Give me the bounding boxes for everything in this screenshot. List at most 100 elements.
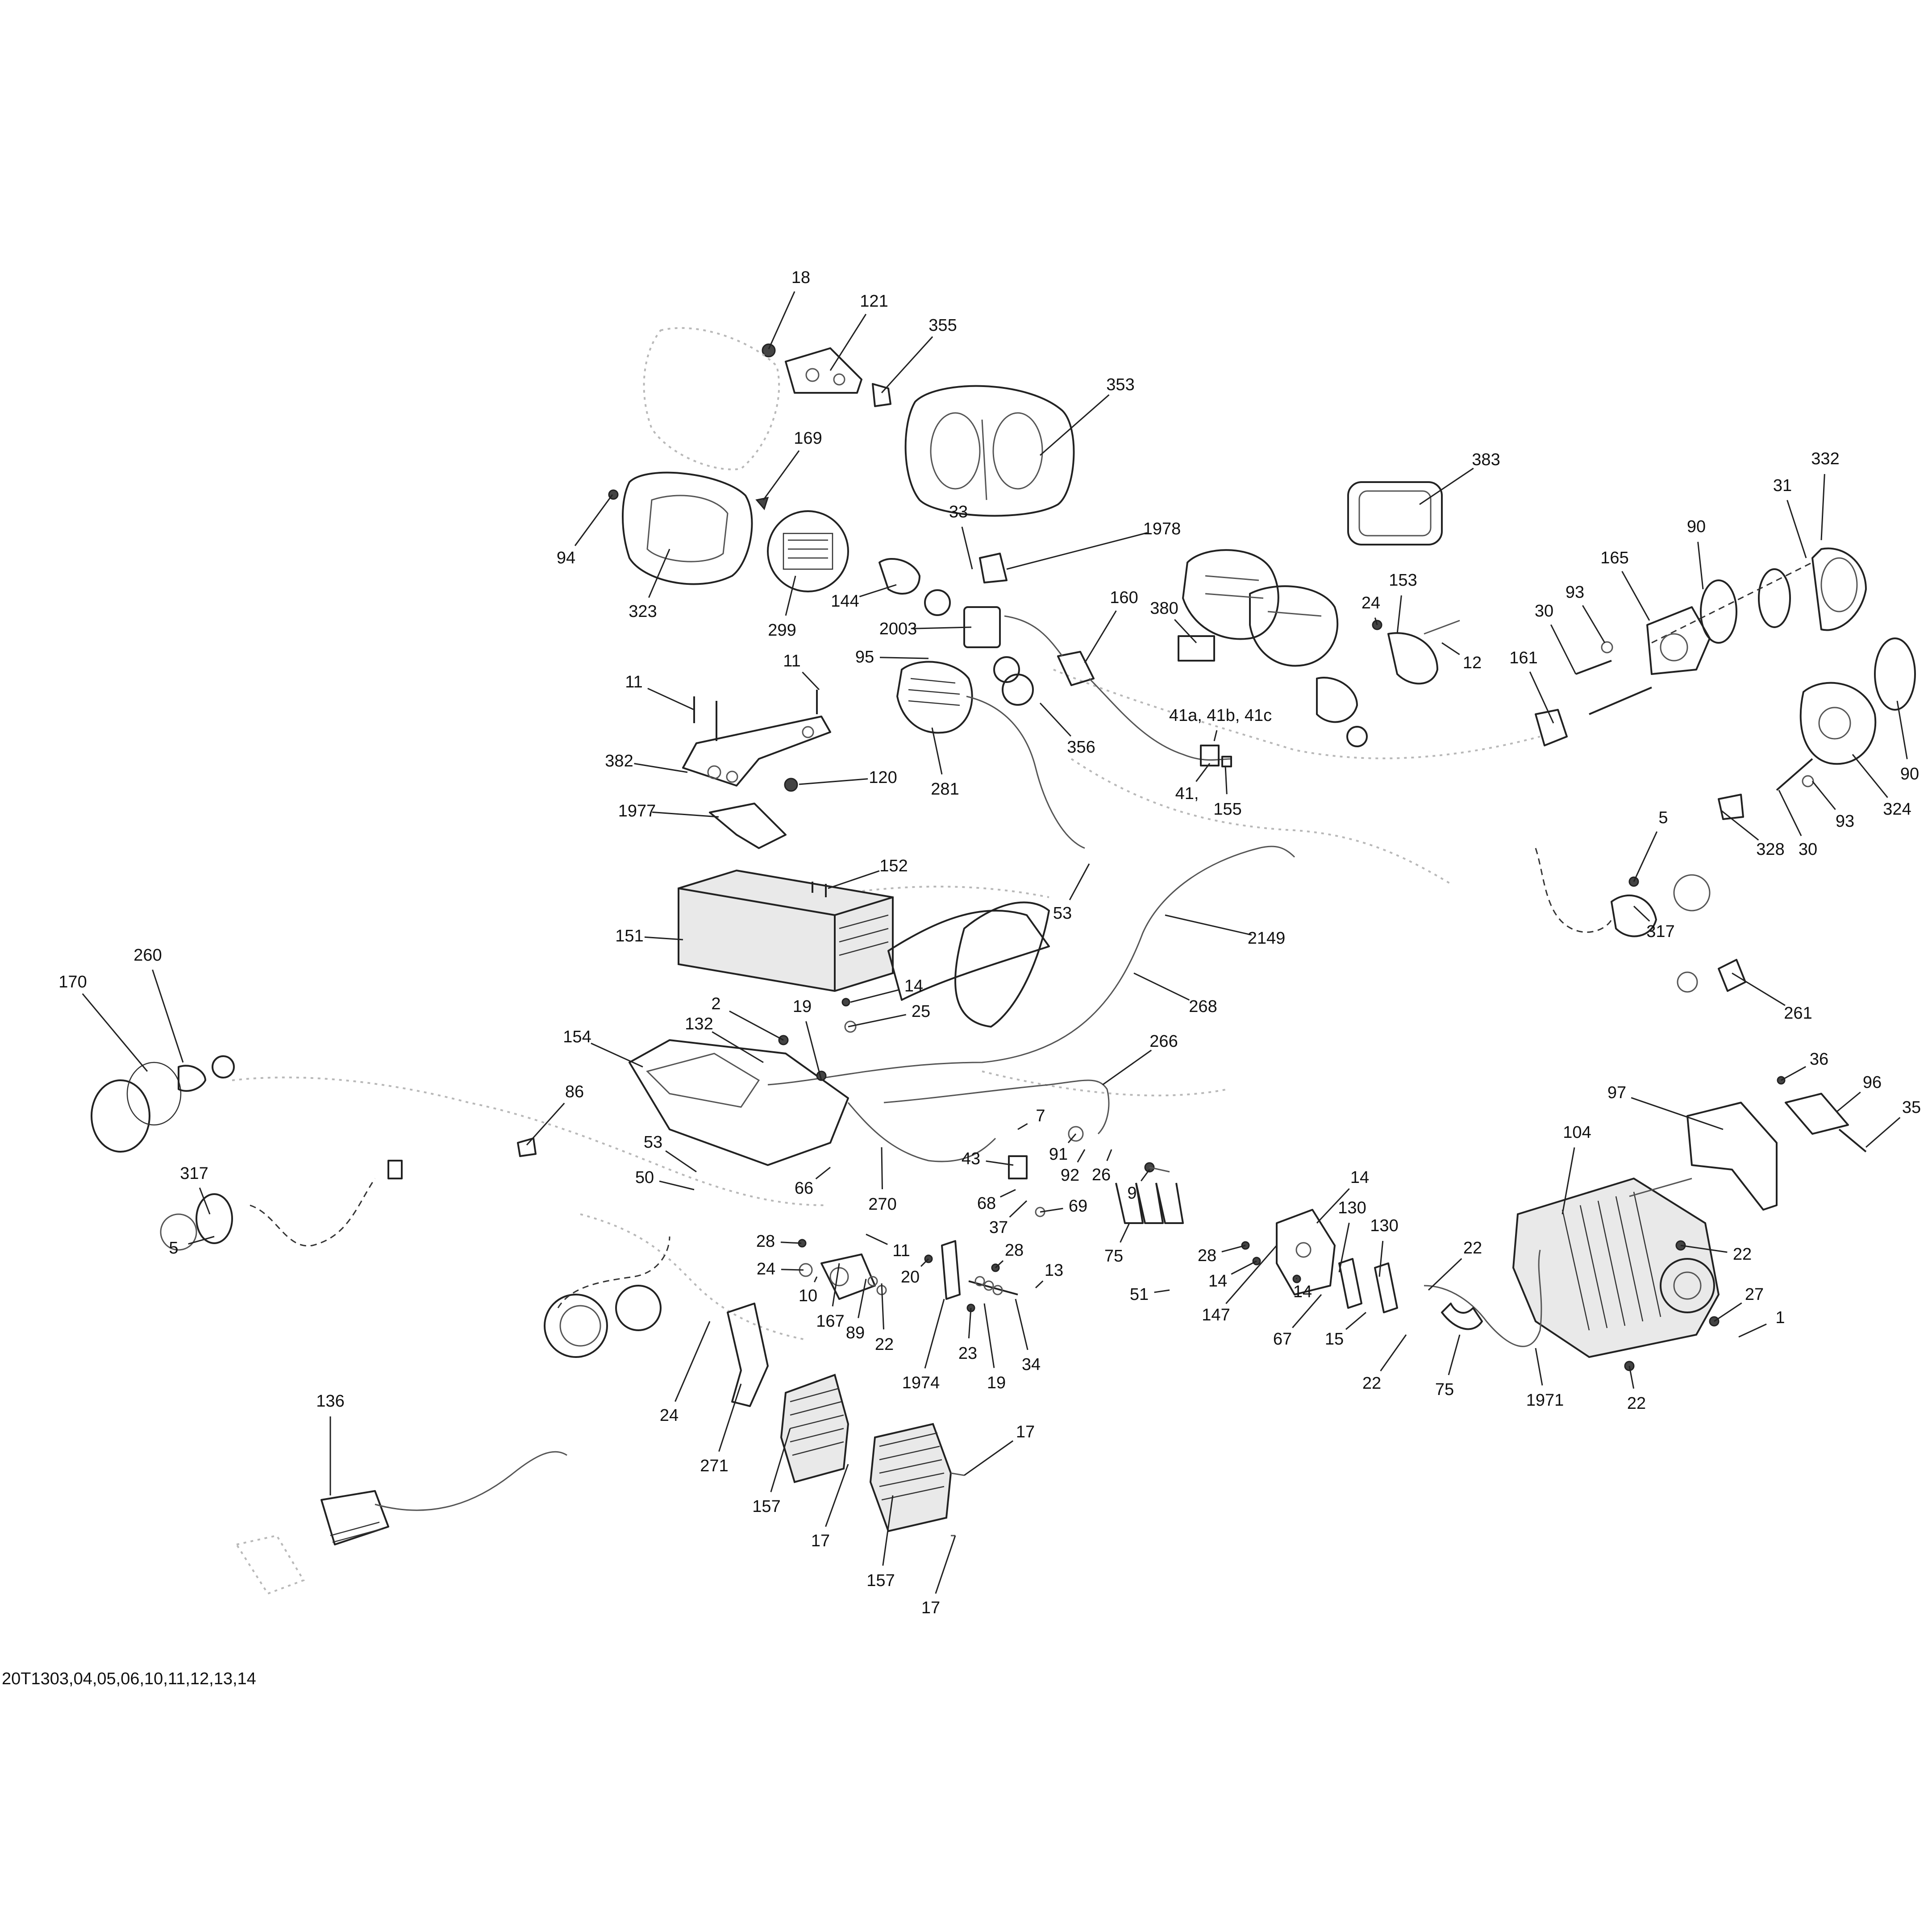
callout-label[interactable]: 2 bbox=[711, 995, 721, 1013]
callout-label[interactable]: 24 bbox=[756, 1260, 776, 1278]
callout-label[interactable]: 260 bbox=[133, 946, 162, 965]
callout-label[interactable]: 7 bbox=[1036, 1107, 1045, 1125]
callout-label[interactable]: 152 bbox=[879, 857, 908, 875]
callout-label[interactable]: 14 bbox=[1208, 1272, 1228, 1291]
callout-label[interactable]: 69 bbox=[1068, 1197, 1088, 1216]
callout-label[interactable]: 380 bbox=[1150, 599, 1178, 618]
callout-label[interactable]: 2003 bbox=[879, 620, 917, 638]
callout-label[interactable]: 43 bbox=[961, 1149, 981, 1168]
callout-label[interactable]: 132 bbox=[685, 1015, 713, 1033]
callout-label[interactable]: 94 bbox=[556, 549, 576, 567]
callout-label[interactable]: 1978 bbox=[1143, 520, 1181, 538]
callout-label[interactable]: 92 bbox=[1060, 1166, 1080, 1185]
callout-label[interactable]: 130 bbox=[1370, 1216, 1399, 1235]
callout-label[interactable]: 17 bbox=[811, 1532, 830, 1550]
callout-label[interactable]: 2149 bbox=[1247, 929, 1286, 948]
callout-label[interactable]: 268 bbox=[1189, 997, 1217, 1016]
callout-label[interactable]: 266 bbox=[1149, 1032, 1178, 1051]
callout-label[interactable]: 24 bbox=[1361, 594, 1381, 612]
callout-label[interactable]: 5 bbox=[1658, 808, 1668, 827]
callout-label[interactable]: 30 bbox=[1798, 840, 1818, 859]
callout-label[interactable]: 328 bbox=[1756, 840, 1785, 859]
callout-label[interactable]: 317 bbox=[180, 1164, 208, 1183]
callout-label[interactable]: 93 bbox=[1565, 583, 1585, 602]
callout-label[interactable]: 1974 bbox=[902, 1374, 940, 1392]
callout-label[interactable]: 120 bbox=[869, 768, 897, 787]
callout-label[interactable]: 144 bbox=[831, 592, 859, 611]
callout-label[interactable]: 11 bbox=[625, 673, 643, 691]
callout-label[interactable]: 22 bbox=[1362, 1374, 1382, 1393]
callout-label[interactable]: 95 bbox=[855, 648, 874, 666]
callout-label[interactable]: 96 bbox=[1862, 1073, 1882, 1092]
callout-label[interactable]: 167 bbox=[816, 1312, 845, 1331]
callout-label[interactable]: 22 bbox=[1463, 1239, 1482, 1257]
callout-label[interactable]: 1 bbox=[1775, 1308, 1785, 1327]
callout-label[interactable]: 75 bbox=[1435, 1380, 1454, 1399]
callout-label[interactable]: 10 bbox=[798, 1287, 818, 1305]
callout-label[interactable]: 53 bbox=[643, 1133, 663, 1152]
callout-label[interactable]: 170 bbox=[58, 973, 87, 991]
callout-label[interactable]: 157 bbox=[752, 1497, 781, 1516]
callout-label[interactable]: 27 bbox=[1745, 1285, 1764, 1304]
callout-label[interactable]: 25 bbox=[911, 1002, 931, 1021]
callout-label[interactable]: 161 bbox=[1509, 649, 1538, 667]
callout-label[interactable]: 160 bbox=[1110, 588, 1138, 607]
callout-label[interactable]: 28 bbox=[1197, 1246, 1217, 1265]
callout-label[interactable]: 136 bbox=[316, 1392, 345, 1411]
callout-label[interactable]: 28 bbox=[1004, 1241, 1024, 1260]
callout-label[interactable]: 9 bbox=[1127, 1184, 1137, 1203]
callout-label[interactable]: 68 bbox=[977, 1194, 996, 1213]
callout-label[interactable]: 33 bbox=[949, 503, 968, 521]
callout-label[interactable]: 97 bbox=[1607, 1083, 1627, 1102]
callout-label[interactable]: 22 bbox=[874, 1335, 894, 1354]
callout-label[interactable]: 151 bbox=[615, 927, 644, 945]
callout-label[interactable]: 332 bbox=[1811, 450, 1840, 468]
callout-label[interactable]: 11 bbox=[892, 1241, 910, 1260]
callout-label[interactable]: 91 bbox=[1049, 1145, 1068, 1164]
callout-label[interactable]: 28 bbox=[756, 1232, 775, 1251]
callout-label[interactable]: 147 bbox=[1202, 1306, 1230, 1324]
callout-label[interactable]: 165 bbox=[1600, 549, 1629, 567]
callout-label[interactable]: 89 bbox=[845, 1324, 865, 1342]
callout-label[interactable]: 317 bbox=[1646, 922, 1675, 941]
callout-label[interactable]: 53 bbox=[1053, 904, 1072, 923]
callout-label[interactable]: 20 bbox=[900, 1268, 920, 1287]
callout-label[interactable]: 30 bbox=[1534, 602, 1554, 620]
callout-label[interactable]: 261 bbox=[1784, 1004, 1812, 1023]
callout-label[interactable]: 356 bbox=[1067, 738, 1095, 757]
callout-label[interactable]: 1977 bbox=[618, 802, 656, 820]
callout-label[interactable]: 323 bbox=[629, 602, 657, 621]
callout-label[interactable]: 271 bbox=[700, 1457, 729, 1475]
callout-label[interactable]: 67 bbox=[1273, 1330, 1292, 1349]
callout-label[interactable]: 13 bbox=[1044, 1261, 1064, 1280]
callout-label[interactable]: 11 bbox=[783, 652, 801, 670]
callout-label[interactable]: 34 bbox=[1021, 1355, 1041, 1374]
callout-label[interactable]: 383 bbox=[1472, 450, 1500, 469]
callout-label[interactable]: 17 bbox=[921, 1599, 941, 1617]
callout-label[interactable]: 153 bbox=[1389, 571, 1417, 590]
callout-label[interactable]: 281 bbox=[931, 780, 959, 799]
callout-label[interactable]: 35 bbox=[1902, 1098, 1921, 1117]
callout-label[interactable]: 324 bbox=[1883, 800, 1911, 819]
callout-label[interactable]: 41, bbox=[1175, 784, 1199, 803]
callout-label[interactable]: 41a, 41b, 41c bbox=[1169, 706, 1272, 725]
callout-label[interactable]: 104 bbox=[1563, 1123, 1591, 1142]
callout-label[interactable]: 154 bbox=[563, 1028, 591, 1046]
callout-label[interactable]: 15 bbox=[1324, 1330, 1344, 1349]
callout-label[interactable]: 86 bbox=[565, 1083, 584, 1101]
callout-label[interactable]: 355 bbox=[929, 316, 957, 335]
callout-label[interactable]: 353 bbox=[1106, 375, 1135, 394]
callout-label[interactable]: 22 bbox=[1732, 1245, 1752, 1264]
callout-label[interactable]: 14 bbox=[1293, 1282, 1312, 1301]
callout-label[interactable]: 5 bbox=[169, 1239, 179, 1257]
callout-label[interactable]: 93 bbox=[1835, 812, 1855, 831]
callout-label[interactable]: 157 bbox=[866, 1571, 895, 1590]
callout-label[interactable]: 17 bbox=[1016, 1423, 1035, 1441]
callout-label[interactable]: 75 bbox=[1104, 1247, 1124, 1266]
callout-label[interactable]: 12 bbox=[1462, 654, 1482, 672]
callout-label[interactable]: 19 bbox=[987, 1374, 1006, 1392]
callout-label[interactable]: 299 bbox=[768, 621, 796, 640]
callout-label[interactable]: 1971 bbox=[1526, 1391, 1564, 1410]
callout-label[interactable]: 19 bbox=[792, 997, 812, 1016]
callout-label[interactable]: 51 bbox=[1129, 1285, 1149, 1304]
